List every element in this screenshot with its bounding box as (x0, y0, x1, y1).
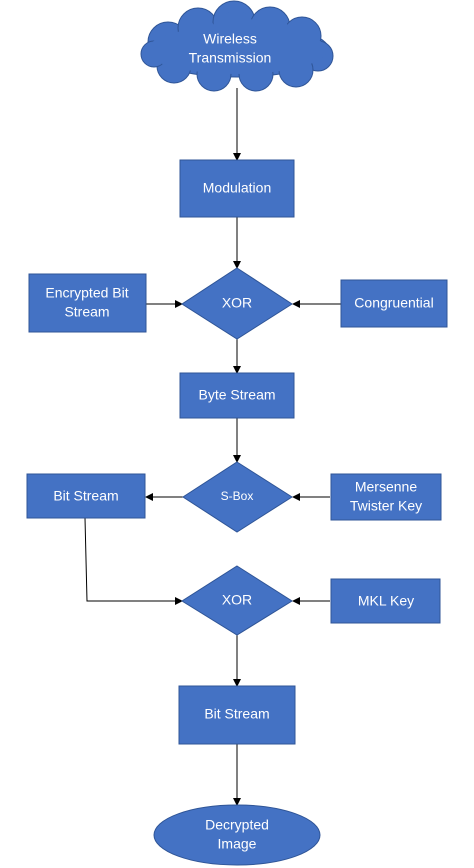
xor1-label: XOR (222, 295, 252, 311)
decrypted-line2: Image (218, 836, 257, 852)
edge-bitstream-left-xor2 (84, 517, 183, 605)
bit-stream-left-label: Bit Stream (53, 488, 118, 504)
node-bit-stream-bottom: Bit Stream (178, 685, 296, 745)
node-congruential: Congruential (340, 279, 448, 328)
node-bit-stream-left: Bit Stream (26, 473, 146, 519)
encrypted-line2: Stream (64, 304, 109, 320)
node-sbox: S-Box (182, 461, 293, 533)
cloud-shape (140, 0, 334, 92)
encrypted-line1: Encrypted Bit (45, 285, 128, 301)
decrypted-line1: Decrypted (205, 817, 269, 833)
mkl-key-label: MKL Key (358, 593, 414, 609)
node-xor-1: XOR (181, 267, 293, 340)
mersenne-line2: Twister Key (350, 498, 422, 514)
byte-stream-label: Byte Stream (198, 387, 275, 403)
xor2-label: XOR (222, 592, 252, 608)
node-modulation: Modulation (179, 159, 295, 218)
wireless-line2: Transmission (189, 50, 272, 66)
mersenne-line1: Mersenne (355, 479, 417, 495)
congruential-label: Congruential (354, 295, 433, 311)
node-encrypted-bit-stream: Encrypted Bit Stream (28, 273, 147, 333)
bit-stream-bottom-label: Bit Stream (204, 706, 269, 722)
node-xor-2: XOR (181, 565, 293, 636)
node-mkl-key: MKL Key (330, 578, 441, 624)
node-wireless-transmission: Wireless Transmission (140, 0, 334, 92)
sbox-label: S-Box (221, 489, 254, 503)
node-mersenne-twister-key: Mersenne Twister Key (330, 473, 442, 521)
modulation-label: Modulation (203, 180, 272, 196)
node-decrypted-image: Decrypted Image (153, 804, 321, 866)
node-byte-stream: Byte Stream (179, 372, 295, 419)
wireless-line1: Wireless (203, 31, 257, 47)
